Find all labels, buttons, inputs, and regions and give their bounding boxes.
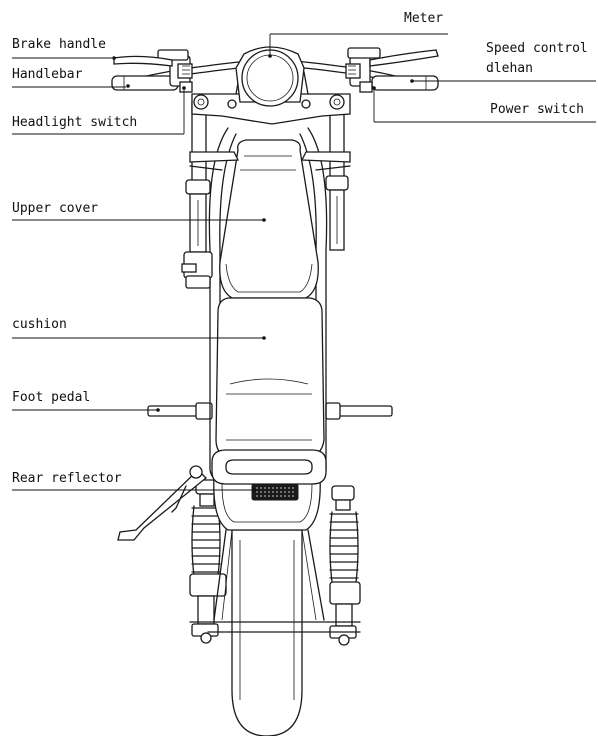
label-power-switch: Power switch: [490, 102, 584, 117]
label-brake-handle: Brake handle: [12, 37, 106, 52]
leader-rear-reflector: [12, 488, 256, 492]
brake-lever-left: [113, 55, 173, 67]
rear-wheel: [231, 529, 303, 736]
upper-triple-clamp: [191, 93, 351, 125]
right-switch-cluster: [345, 47, 381, 93]
left-switch-cluster: [157, 49, 193, 93]
kickstand: [117, 465, 207, 541]
foot-pedal-left: [147, 402, 213, 420]
label-rear-reflector: Rear reflector: [12, 471, 122, 486]
brake-lever-right: [369, 49, 439, 67]
label-handlebar: Handlebar: [12, 67, 83, 82]
leader-meter: [268, 33, 448, 58]
leader-power-switch: [372, 86, 596, 123]
foot-pedal-right: [325, 402, 393, 420]
leader-foot-pedal: [12, 408, 160, 412]
rear-shock-left: [189, 479, 227, 644]
leader-upper-cover: [12, 218, 266, 222]
leader-handlebar: [12, 84, 130, 88]
frame-body: [208, 127, 328, 485]
rear-shock-right: [329, 485, 361, 646]
leader-speed-control: [410, 79, 596, 83]
rear-reflector: [251, 483, 299, 501]
front-fork-right: [325, 101, 349, 251]
label-upper-cover: Upper cover: [12, 201, 98, 216]
label-meter: Meter: [404, 11, 443, 26]
label-speed-control-line2: dlehan: [486, 61, 533, 76]
leader-cushion: [12, 336, 266, 340]
leader-brake-handle: [12, 56, 116, 60]
label-speed-control-line1: Speed control: [486, 41, 588, 56]
front-fork-left: [181, 101, 213, 289]
label-cushion: cushion: [12, 317, 67, 332]
label-foot-pedal: Foot pedal: [12, 390, 90, 405]
lower-triple-clamp: [189, 151, 351, 171]
leader-headlight-switch: [12, 86, 186, 135]
label-headlight-switch: Headlight switch: [12, 115, 137, 130]
